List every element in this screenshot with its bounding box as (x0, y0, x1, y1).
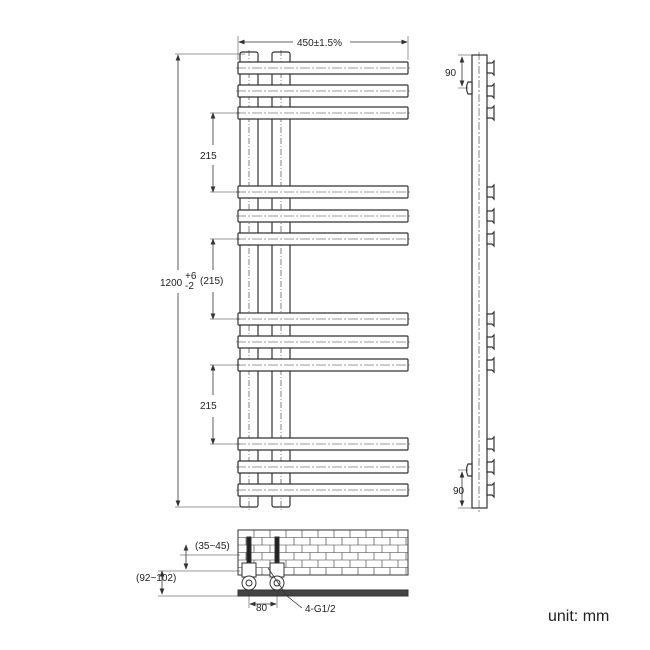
side-rail (471, 54, 488, 509)
bar-end-cap (486, 183, 495, 201)
connection-leader (267, 567, 303, 609)
width-label: 450±1.5% (297, 38, 342, 49)
height-label: 1200 (160, 278, 183, 289)
bar-end-cap (486, 310, 495, 328)
bottom-view (237, 529, 409, 597)
valve-hub (245, 579, 253, 587)
height-tol-upper: +6 (185, 271, 197, 282)
bar-end-cap (486, 356, 495, 374)
connection-label: 4-G1/2 (305, 604, 336, 615)
floor-rail (237, 589, 409, 597)
valve-body (269, 562, 285, 578)
gap-middle-label: (215) (200, 276, 223, 287)
bar-end-cap (486, 230, 495, 248)
gap-top-label: 215 (200, 151, 217, 162)
bar-end-cap (486, 207, 495, 225)
bar-end-cap (486, 435, 495, 453)
valve-hub (273, 579, 281, 587)
bar-end-cap (486, 104, 495, 122)
wall-bracket (465, 463, 473, 477)
floor-offset-label: (92~102) (136, 573, 176, 584)
bar-end-cap (486, 333, 495, 351)
bar-end-cap (486, 59, 495, 77)
pipe (274, 536, 280, 566)
pipe (246, 536, 252, 566)
bar-end-cap (486, 458, 495, 476)
pipe-centers-label: 80 (256, 603, 268, 614)
bracket-bottom-label: 90 (453, 486, 465, 497)
front-view (236, 50, 410, 510)
bar-end-cap (486, 481, 495, 499)
wall-bracket (465, 81, 473, 95)
gap-bottom-label: 215 (200, 401, 217, 412)
unit-label: unit: mm (548, 608, 610, 625)
bar-end-cap (486, 82, 495, 100)
dimension-lines (158, 36, 472, 609)
valve-body (241, 562, 257, 578)
bracket-top-label: 90 (445, 68, 457, 79)
wall-offset-label: (35~45) (195, 541, 230, 552)
side-view (465, 52, 495, 512)
height-tol-lower: -2 (185, 281, 194, 292)
